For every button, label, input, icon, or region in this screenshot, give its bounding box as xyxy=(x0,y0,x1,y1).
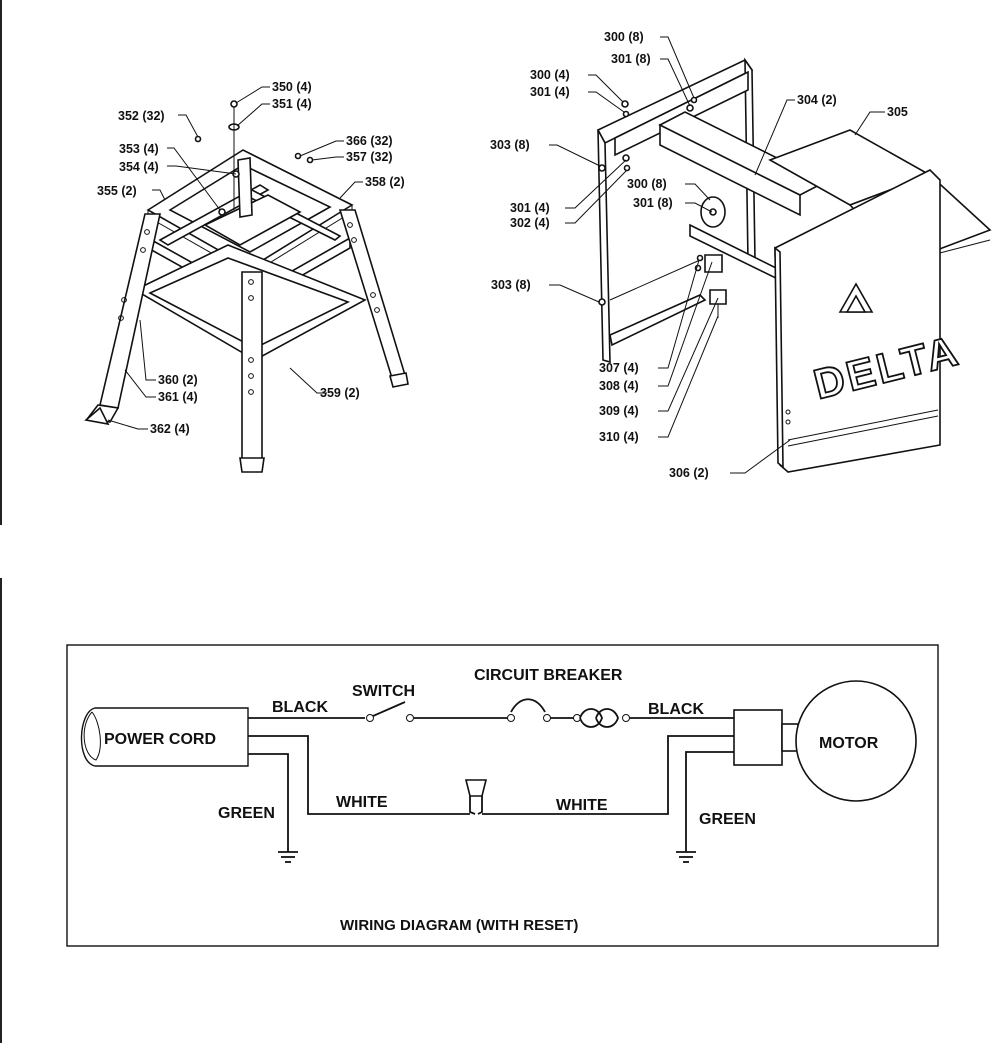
label-357: 357 (32) xyxy=(346,150,393,164)
label-307: 307 (4) xyxy=(599,361,639,375)
label-358: 358 (2) xyxy=(365,175,405,189)
label-362: 362 (4) xyxy=(150,422,190,436)
leg-bolt-holes xyxy=(118,222,380,395)
front-panel-306: DELTA xyxy=(774,169,966,473)
label-301-b: 301 (4) xyxy=(530,85,570,99)
label-351: 351 (4) xyxy=(272,97,312,111)
motor-junction-box xyxy=(733,709,799,766)
label-353: 353 (4) xyxy=(119,142,159,156)
green-left-label: GREEN xyxy=(218,805,275,822)
label-308: 308 (4) xyxy=(599,379,639,393)
wiring-diagram: POWER CORD xyxy=(66,644,939,947)
black-left-label: BLACK xyxy=(272,699,328,716)
label-310: 310 (4) xyxy=(599,430,639,444)
label-301-d: 301 (8) xyxy=(633,196,673,210)
white-left-label: WHITE xyxy=(336,794,388,811)
power-cord-label: POWER CORD xyxy=(104,731,216,748)
stand-leader-lines xyxy=(107,86,363,430)
cabinet-assembly: DELTA xyxy=(549,36,992,474)
label-306: 306 (2) xyxy=(669,466,709,480)
stand-assembly xyxy=(84,86,409,473)
label-350: 350 (4) xyxy=(272,80,312,94)
label-352: 352 (32) xyxy=(118,109,165,123)
label-360: 360 (2) xyxy=(158,373,198,387)
label-355: 355 (2) xyxy=(97,184,137,198)
black-wire-line xyxy=(248,698,734,728)
label-303-a: 303 (8) xyxy=(490,138,530,152)
green-wire-left xyxy=(248,753,298,863)
label-302: 302 (4) xyxy=(510,216,550,230)
motor: MOTOR xyxy=(795,680,917,802)
wiring-diagram-caption: WIRING DIAGRAM (WITH RESET) xyxy=(340,917,578,934)
green-wire-right xyxy=(676,751,734,863)
white-wire-line xyxy=(248,735,734,815)
switch-label: SWITCH xyxy=(352,683,415,700)
label-301-c: 301 (4) xyxy=(510,201,550,215)
label-300-c: 300 (8) xyxy=(627,177,667,191)
cabinet-leader-lines xyxy=(549,36,885,474)
label-366: 366 (32) xyxy=(346,134,393,148)
wiring-diagram-frame xyxy=(66,644,939,947)
label-305: 305 xyxy=(887,105,908,119)
black-right-label: BLACK xyxy=(648,701,704,718)
label-304: 304 (2) xyxy=(797,93,837,107)
label-354: 354 (4) xyxy=(119,160,159,174)
power-cord-plug: POWER CORD xyxy=(80,707,249,767)
wire-connector-icon xyxy=(464,779,488,797)
label-361: 361 (4) xyxy=(158,390,198,404)
cabinet-part-labels: 300 (8) 301 (8) 300 (4) 301 (4) 303 (8) … xyxy=(490,30,908,480)
label-300-a: 300 (8) xyxy=(604,30,644,44)
circuit-breaker-label: CIRCUIT BREAKER xyxy=(474,667,623,684)
label-301-a: 301 (8) xyxy=(611,52,651,66)
label-309: 309 (4) xyxy=(599,404,639,418)
white-right-label: WHITE xyxy=(556,797,608,814)
stand-part-labels: 350 (4) 351 (4) 352 (32) 353 (4) 354 (4)… xyxy=(97,80,405,436)
label-303-b: 303 (8) xyxy=(491,278,531,292)
page-edge-mark-bottom xyxy=(0,578,2,1043)
page-edge-mark-top xyxy=(0,0,2,525)
motor-label: MOTOR xyxy=(819,735,879,752)
cabinet-hardware xyxy=(598,96,727,318)
label-359: 359 (2) xyxy=(320,386,360,400)
label-300-b: 300 (4) xyxy=(530,68,570,82)
green-right-label: GREEN xyxy=(699,811,756,828)
